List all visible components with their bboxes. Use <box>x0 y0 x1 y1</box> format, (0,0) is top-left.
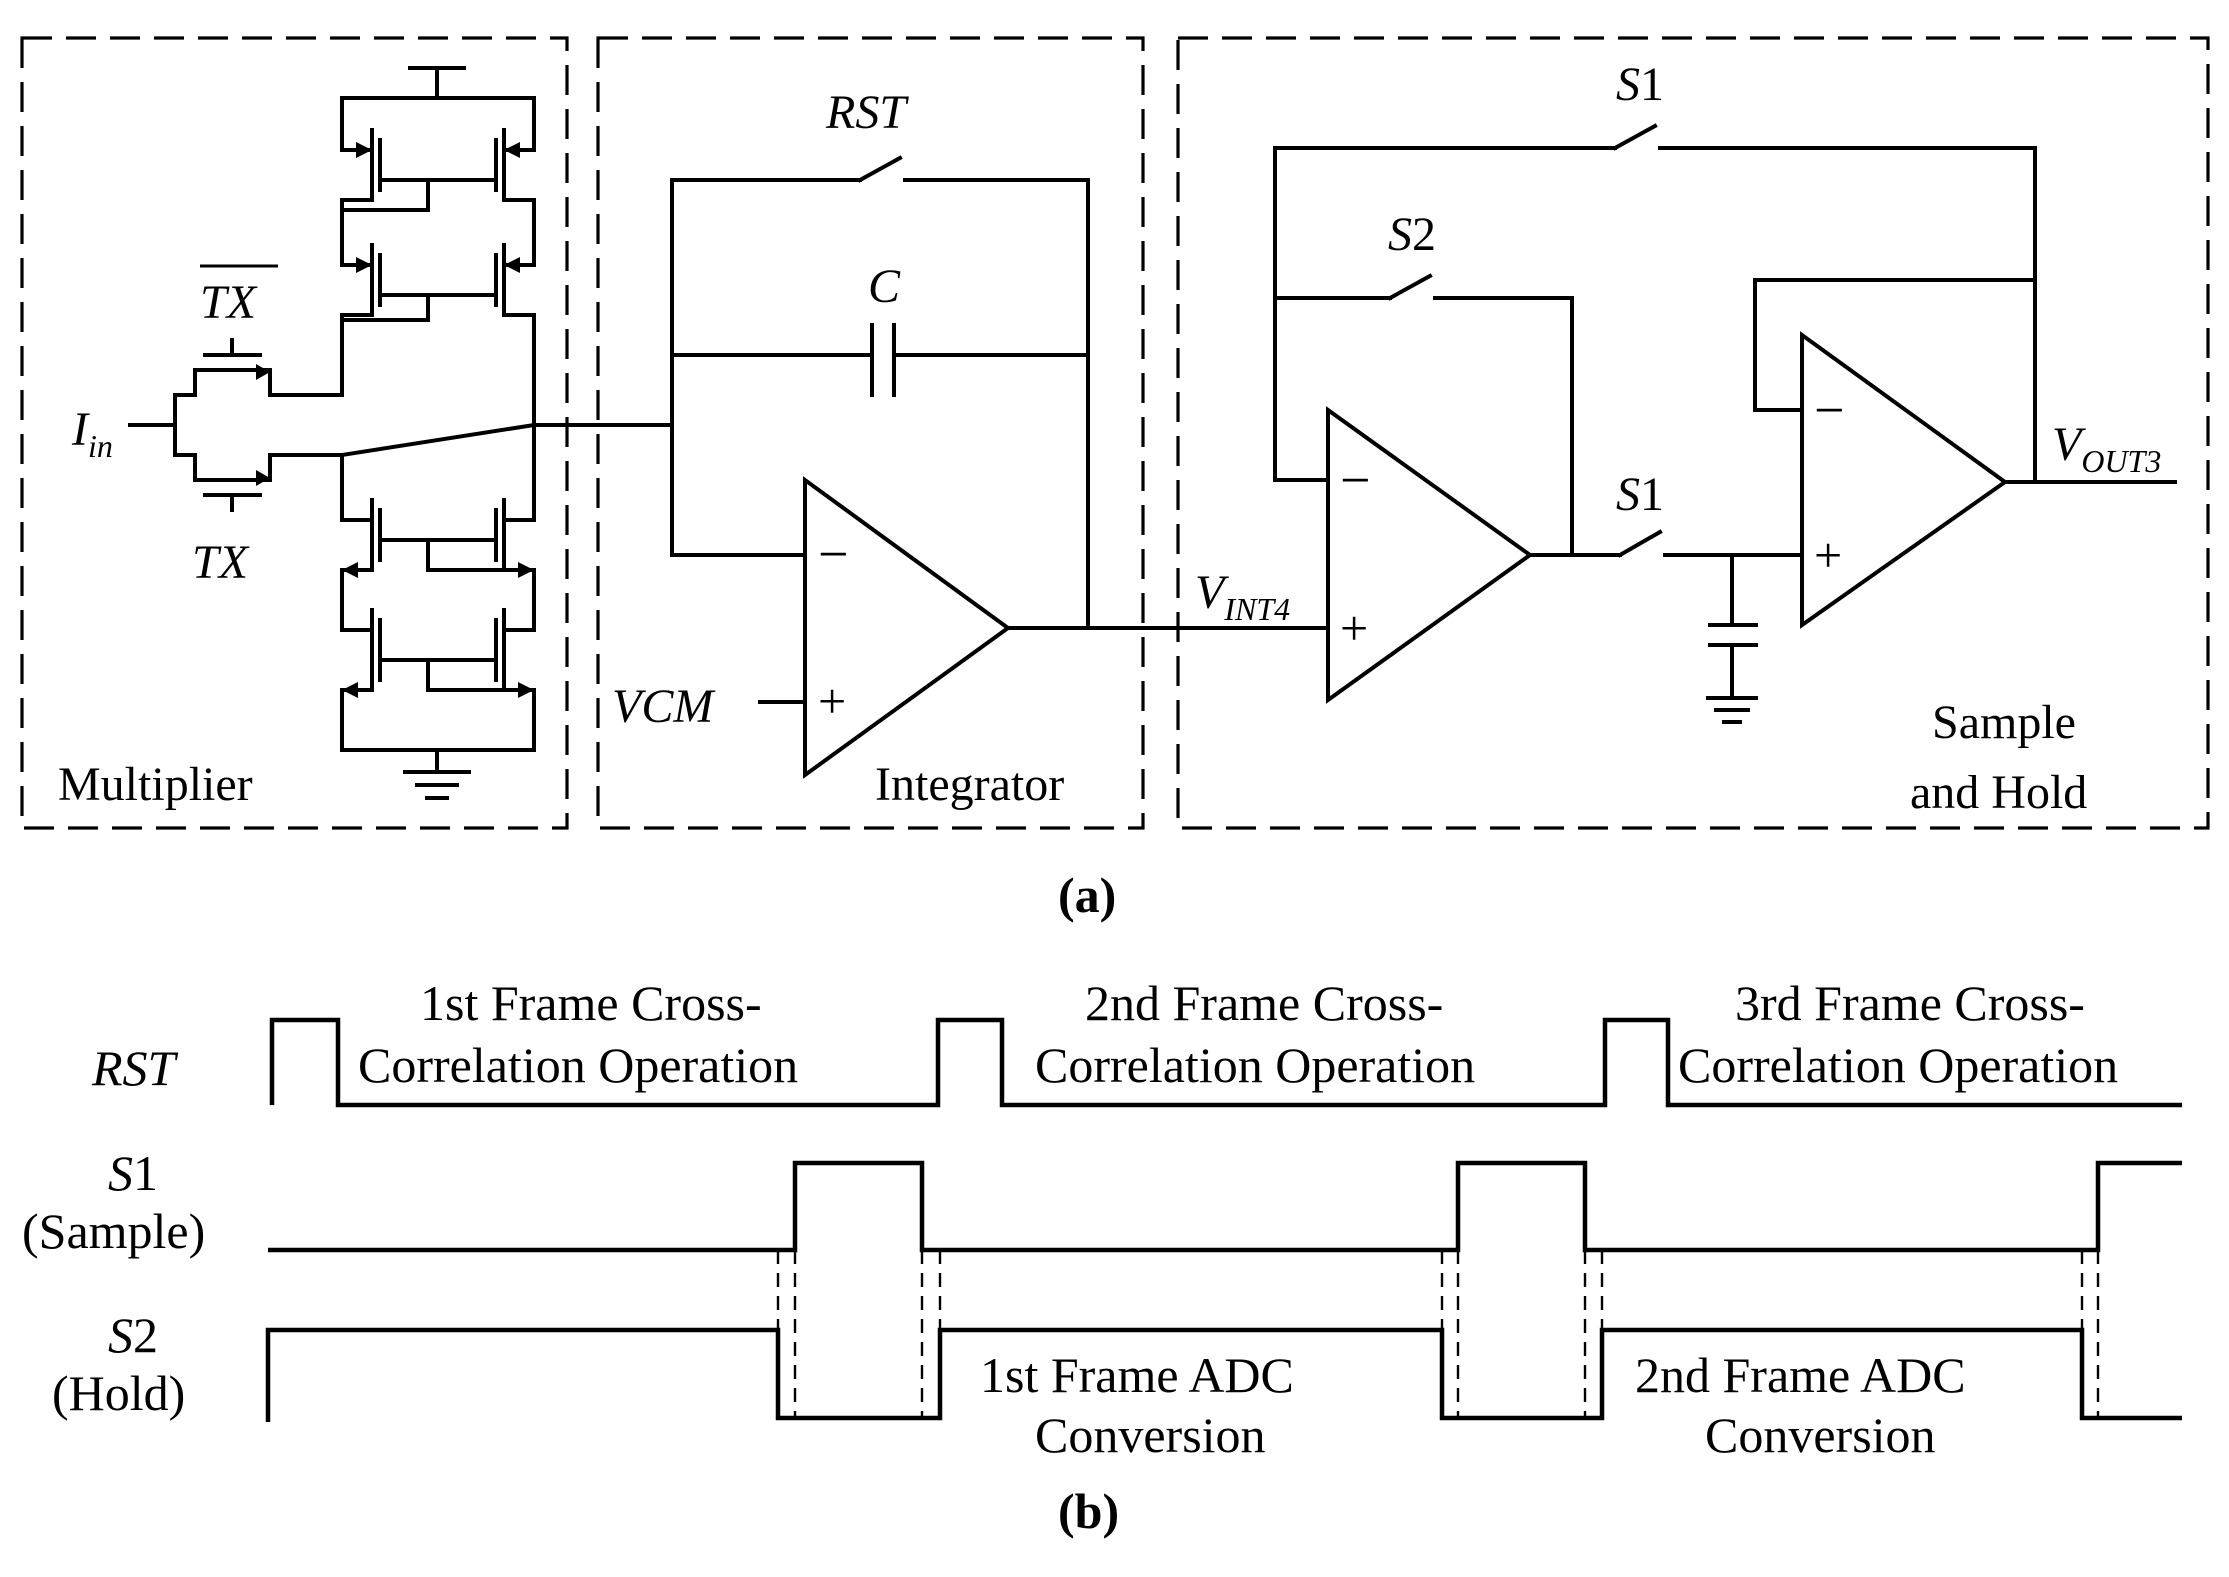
multiplier-transistors <box>128 66 674 800</box>
phase3-line1: 3rd Frame Cross- <box>1735 975 2085 1031</box>
multiplier-block <box>20 36 569 830</box>
phase2-line1: 2nd Frame Cross- <box>1085 975 1443 1031</box>
sh-op2-minus: − <box>1814 380 1844 440</box>
caption-a: (a) <box>1058 867 1116 923</box>
vcm-label: VCM <box>612 680 716 733</box>
tx-bar-label: TX <box>200 276 258 329</box>
multiplier-label: Multiplier <box>58 758 253 811</box>
s1-waveform <box>268 1160 2182 1253</box>
phase3-line2: Correlation Operation <box>1678 1037 2118 1093</box>
integrator-circuit <box>670 155 1322 779</box>
integrator-label: Integrator <box>875 758 1064 811</box>
rst-switch-label: RST <box>825 86 909 139</box>
timing-diagram: RST S1 (Sample) S2 (Hold) 1st Frame Cros… <box>22 975 2182 1463</box>
circuit-schematic: Iin TX TX Multiplier − + RST C VCM Integ… <box>20 36 2210 830</box>
timing-s2-label: S2 <box>108 1307 158 1363</box>
cap-label: C <box>868 260 901 313</box>
sample-hold-label-1: Sample <box>1932 696 2076 749</box>
vout-label: VOUT3 <box>2052 418 2161 479</box>
phase1-line1: 1st Frame Cross- <box>420 975 762 1031</box>
integrator-minus: − <box>818 524 848 584</box>
caption-b: (b) <box>1058 1483 1119 1539</box>
sh-op2-plus: + <box>1814 527 1842 583</box>
tx-label: TX <box>192 536 250 589</box>
phase1-line2: Correlation Operation <box>358 1037 798 1093</box>
sh-op1-minus: − <box>1340 450 1370 510</box>
s1-mid-label: S1 <box>1616 468 1664 521</box>
sample-hold-block <box>1176 36 2210 830</box>
adc1-line2: Conversion <box>1035 1407 1266 1463</box>
timing-s2-sub: (Hold) <box>52 1365 185 1421</box>
iin-label: Iin <box>71 403 113 464</box>
s2-label: S2 <box>1388 208 1436 261</box>
phase2-line2: Correlation Operation <box>1035 1037 1475 1093</box>
sample-hold-circuit <box>1273 123 2177 724</box>
timing-s1-sub: (Sample) <box>22 1203 205 1259</box>
adc1-line1: 1st Frame ADC <box>980 1347 1294 1403</box>
rst-waveform <box>269 1017 2182 1108</box>
vint-label: VINT4 <box>1195 566 1290 627</box>
timing-rst-label: RST <box>91 1040 179 1096</box>
integrator-block <box>596 36 1145 830</box>
timing-s1-label: S1 <box>108 1145 158 1201</box>
adc2-line1: 2nd Frame ADC <box>1635 1347 1966 1403</box>
sample-hold-label-2: and Hold <box>1910 766 2087 819</box>
adc2-line2: Conversion <box>1705 1407 1936 1463</box>
s1-top-label: S1 <box>1616 58 1664 111</box>
integrator-plus: + <box>818 673 846 729</box>
sh-op1-plus: + <box>1340 600 1368 656</box>
